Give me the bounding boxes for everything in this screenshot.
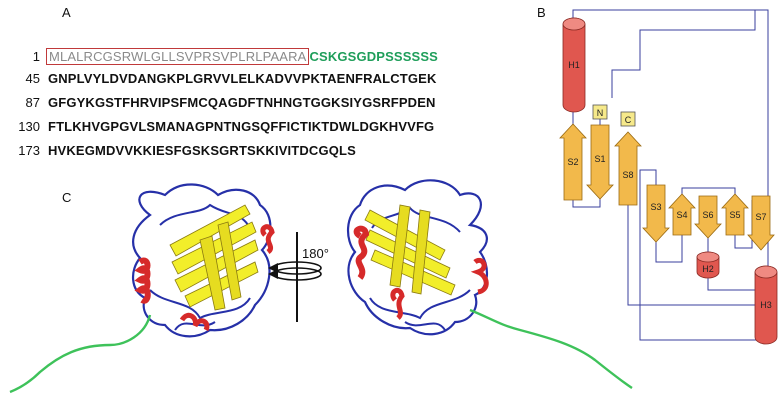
svg-text:S1: S1 bbox=[594, 154, 605, 164]
strand-s5: S5 bbox=[721, 193, 749, 236]
panel-label-b: B bbox=[537, 5, 546, 20]
svg-text:S6: S6 bbox=[702, 210, 713, 220]
svg-text:C: C bbox=[625, 115, 632, 125]
svg-text:S5: S5 bbox=[729, 210, 740, 220]
strand-s1: S1 bbox=[586, 124, 614, 200]
helix-h3: H3 bbox=[754, 265, 778, 345]
strand-s4: S4 bbox=[668, 193, 696, 236]
sequence-text: HVKEGMDVVKKIESFGSKSGRTSKKIVITDCGQLS bbox=[48, 143, 356, 158]
strand-s8: S8 bbox=[614, 131, 642, 206]
residue-number: 87 bbox=[25, 95, 40, 110]
signal-peptide-box: MLALRCGSRWLGLLSVPRSVPLRLPAARA bbox=[46, 48, 310, 65]
strand-s2: S2 bbox=[559, 123, 587, 201]
panel-label-a: A bbox=[62, 5, 71, 20]
rotation-label: 180° bbox=[302, 246, 329, 261]
residue-number: 45 bbox=[25, 71, 40, 86]
svg-text:S4: S4 bbox=[676, 210, 687, 220]
helix-h1: H1 bbox=[562, 17, 586, 113]
svg-text:S7: S7 bbox=[755, 212, 766, 222]
svg-text:S8: S8 bbox=[622, 170, 633, 180]
strand-s7: S7 bbox=[747, 195, 775, 251]
svg-text:S2: S2 bbox=[567, 157, 578, 167]
rotation-indicator: 180° bbox=[268, 232, 329, 322]
terminus-n: N bbox=[592, 104, 608, 120]
sequence-text: FTLKHVGPGVLSMANAGPNTNGSQFFICTIKTDWLDGKHV… bbox=[48, 119, 435, 134]
label-h1: H1 bbox=[568, 60, 580, 70]
strand-s3: S3 bbox=[642, 184, 670, 243]
sequence-text: GFGYKGSTFHRVIPSFMCQAGDFTNHNGTGGKSIYGSRFP… bbox=[48, 95, 436, 110]
sequence-text: GNPLVYLDVDANGKPLGRVVLELKADVVPKTAENFRALCT… bbox=[48, 71, 437, 86]
svg-text:H2: H2 bbox=[702, 264, 714, 274]
ribbon-structure-left bbox=[9, 183, 275, 394]
svg-text:N: N bbox=[597, 108, 604, 118]
svg-text:H3: H3 bbox=[760, 300, 772, 310]
terminus-c: C bbox=[620, 111, 636, 127]
helix-h2: H2 bbox=[696, 251, 720, 279]
residue-number: 1 bbox=[32, 49, 40, 64]
tag-sequence: CSKGSGDPSSSSSS bbox=[309, 49, 438, 64]
panel-label-c: C bbox=[62, 190, 72, 205]
residue-number: 173 bbox=[18, 143, 40, 158]
svg-text:S3: S3 bbox=[650, 202, 661, 212]
residue-number: 130 bbox=[18, 119, 40, 134]
ribbon-structure-right bbox=[347, 179, 633, 389]
strand-s6: S6 bbox=[694, 195, 722, 239]
